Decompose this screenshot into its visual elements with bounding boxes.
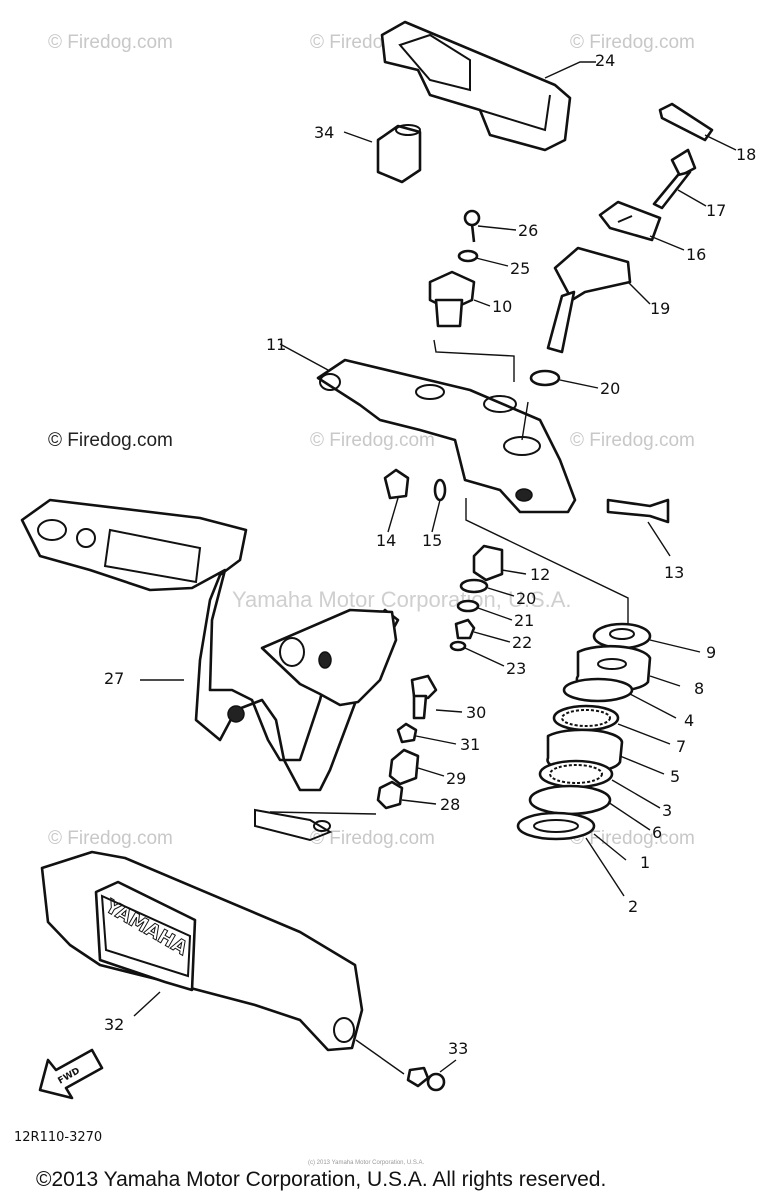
leader-lines xyxy=(133,61,737,1075)
callout-1: 1 xyxy=(640,853,650,872)
callout-21: 21 xyxy=(514,611,534,630)
callout-26: 26 xyxy=(518,221,538,240)
callout-15: 15 xyxy=(422,531,442,550)
part-20-washer-lower xyxy=(459,578,489,594)
part-19-handle-holder xyxy=(546,246,632,354)
part-7-ball-race xyxy=(552,704,620,732)
tiny-credit: (c) 2013 Yamaha Motor Corporation, U.S.A… xyxy=(308,1160,425,1166)
callout-10: 10 xyxy=(492,297,512,316)
callout-34: 34 xyxy=(314,123,334,142)
callout-28: 28 xyxy=(440,795,460,814)
fwd-arrow-icon: FWD xyxy=(38,1048,104,1100)
part-12-collar xyxy=(472,544,504,582)
part-4-cover xyxy=(562,677,634,703)
callout-11: 11 xyxy=(266,335,286,354)
part-21-washer xyxy=(456,599,480,613)
callout-labels: 24 34 18 17 26 16 25 10 19 11 20 14 15 1… xyxy=(104,51,756,1058)
part-16-clamp xyxy=(598,200,662,242)
part-23-spring-washer xyxy=(449,640,467,652)
callout-4: 4 xyxy=(684,711,694,730)
callout-3: 3 xyxy=(662,801,672,820)
callout-32: 32 xyxy=(104,1015,124,1034)
part-15-washer xyxy=(433,478,447,502)
callout-7: 7 xyxy=(676,737,686,756)
part-28-collar xyxy=(376,780,404,810)
part-32-lower-cover: YAMAHA xyxy=(40,850,364,1052)
copyright-footer: ©2013 Yamaha Motor Corporation, U.S.A. A… xyxy=(36,1168,607,1191)
part-6-ball xyxy=(528,784,612,816)
watermark-mid-center: © Firedog.com xyxy=(310,430,435,451)
part-18-cap xyxy=(658,102,714,142)
callout-9: 9 xyxy=(706,643,716,662)
diagram-code: 12R110-3270 xyxy=(14,1130,103,1145)
callout-5: 5 xyxy=(670,767,680,786)
callout-13: 13 xyxy=(664,563,684,582)
watermark-mid-right: © Firedog.com xyxy=(570,430,695,451)
watermark-bottom-left: © Firedog.com xyxy=(48,828,173,849)
callout-25: 25 xyxy=(510,259,530,278)
part-31-washer xyxy=(396,722,418,744)
callout-8: 8 xyxy=(694,679,704,698)
callout-27: 27 xyxy=(104,669,124,688)
callout-20-lower: 20 xyxy=(516,589,536,608)
part-22-nut xyxy=(454,618,476,640)
callout-6: 6 xyxy=(652,823,662,842)
part-25-washer xyxy=(457,249,479,263)
part-13-bolt xyxy=(606,498,670,524)
callout-23: 23 xyxy=(506,659,526,678)
callout-22: 22 xyxy=(512,633,532,652)
callout-16: 16 xyxy=(686,245,706,264)
watermark-bottom-center: © Firedog.com xyxy=(310,828,435,849)
part-3-ball-race xyxy=(538,759,614,789)
callout-24: 24 xyxy=(595,51,615,70)
part-9-ring-nut xyxy=(592,622,652,650)
callout-2: 2 xyxy=(628,897,638,916)
part-27-bracket xyxy=(20,498,400,842)
part-29-grommet xyxy=(388,748,420,786)
watermark-center-text: Yamaha Motor Corporation, U.S.A. xyxy=(232,587,572,612)
callout-31: 31 xyxy=(460,735,480,754)
part-20-washer-upper xyxy=(529,369,561,387)
watermark-top-left: © Firedog.com xyxy=(48,32,173,53)
part-2-seal xyxy=(516,811,596,841)
part-14-cap xyxy=(383,468,410,500)
callout-12: 12 xyxy=(530,565,550,584)
callout-33: 33 xyxy=(448,1039,468,1058)
part-24-top-cover xyxy=(380,20,572,152)
callout-30: 30 xyxy=(466,703,486,722)
watermark-logo-dark: © Firedog.com xyxy=(48,430,173,451)
watermark-top-right: © Firedog.com xyxy=(570,32,695,53)
callout-14: 14 xyxy=(376,531,396,550)
callout-17: 17 xyxy=(706,201,726,220)
part-26-screw xyxy=(463,209,481,243)
callout-29: 29 xyxy=(446,769,466,788)
callout-19: 19 xyxy=(650,299,670,318)
part-10-bolt xyxy=(428,270,476,328)
watermark-bottom-right: © Firedog.com xyxy=(570,828,695,849)
part-33-screw xyxy=(406,1066,446,1092)
callout-20-upper: 20 xyxy=(600,379,620,398)
callout-18: 18 xyxy=(736,145,756,164)
part-17-bolt xyxy=(652,148,697,210)
part-30-bolt xyxy=(410,674,438,720)
part-34-damper xyxy=(376,124,422,184)
